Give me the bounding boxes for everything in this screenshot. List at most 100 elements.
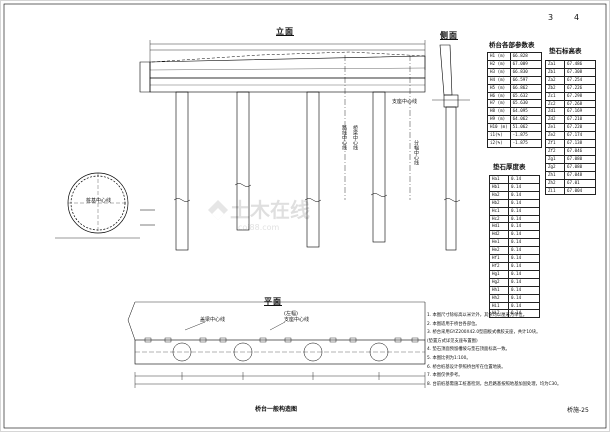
table-key-cell: H6 (m) <box>487 91 511 101</box>
table-value-cell: 67.308 <box>564 67 596 77</box>
table-value-cell: 65.630 <box>509 99 542 109</box>
table-value-cell: 67.048 <box>564 170 596 180</box>
table-key-cell: H2 (m) <box>487 59 511 69</box>
table-key-cell: Hc1 <box>489 206 509 216</box>
table-value-cell: 67.080 <box>564 154 596 164</box>
note-line: 8. 台前桩基需施工桩基检测，台后路基按照地基加固处理，均为C30。 <box>427 381 562 387</box>
table-key-cell: Hi1 <box>489 301 509 311</box>
params-row: i1(%)-1.875 <box>487 131 542 140</box>
params-row: H1 (m)66.828 <box>487 52 542 61</box>
support-centerline-label: 支座中心线 <box>392 99 418 105</box>
plan-title: 平面 <box>264 297 282 306</box>
pad-elev-table-title: 垫石标高表 <box>549 47 582 55</box>
table-value-cell: 67.009 <box>509 59 542 69</box>
pile-section <box>55 172 140 239</box>
table-value-cell: 67.169 <box>564 107 596 117</box>
table-value-cell: 67.210 <box>564 115 596 125</box>
pile-section-label: 桩基中心线 <box>86 198 112 204</box>
table-key-cell: Hc2 <box>489 214 509 224</box>
table-key-cell: Za1 <box>545 60 565 69</box>
watermark-subtext: coi88.com <box>238 223 280 232</box>
table-value-cell: -1.875 <box>509 131 542 140</box>
table-key-cell: Zh1 <box>545 170 565 180</box>
table-key-cell: Zi1 <box>545 186 565 196</box>
table-key-cell: Zc2 <box>545 99 565 109</box>
watermark-text: 土木在线 <box>230 198 310 222</box>
params-row: H7 (m)65.630 <box>487 99 542 109</box>
table-key-cell: H5 (m) <box>487 83 511 93</box>
table-key-cell: H8 (m) <box>487 107 511 117</box>
table-value-cell: 67.298 <box>564 91 596 101</box>
table-key-cell: Ha2 <box>489 190 509 200</box>
table-value-cell: 0.14 <box>508 214 540 224</box>
table-key-cell: H4 (m) <box>487 75 511 85</box>
table-key-cell: Zb2 <box>545 83 565 93</box>
params-row: i2(%)-1.875 <box>487 138 542 148</box>
params-table-title: 桥台各部参数表 <box>489 41 535 49</box>
table-value-cell: 66.597 <box>509 75 542 85</box>
table-value-cell: 0.14 <box>508 309 540 319</box>
table-value-cell: -1.875 <box>509 138 542 148</box>
table-value-cell: 0.14 <box>508 285 540 295</box>
table-value-cell: 0.14 <box>508 246 540 256</box>
table-key-cell: i2(%) <box>487 138 511 148</box>
table-value-cell: 0.14 <box>508 175 540 184</box>
params-row: H2 (m)67.009 <box>487 59 542 69</box>
table-key-cell: Zg2 <box>545 162 565 172</box>
table-value-cell: 0.14 <box>508 206 540 216</box>
elevation-piles <box>175 91 386 251</box>
watermark-logo <box>208 200 228 220</box>
page-number-right: 4 <box>574 13 580 22</box>
side-view <box>432 44 470 251</box>
pier-centerline-label: 分幅中心线 <box>413 140 419 165</box>
table-key-cell: Hd1 <box>489 222 509 232</box>
table-value-cell: 67.226 <box>564 83 596 93</box>
table-value-cell: 65.632 <box>509 91 542 101</box>
table-key-cell: Hb2 <box>489 198 509 208</box>
table-key-cell: Za2 <box>545 75 565 85</box>
plan-support-center-label: 支座中心线 <box>284 317 310 323</box>
table-key-cell: Hf1 <box>489 254 509 263</box>
table-value-cell: 67.174 <box>564 131 596 141</box>
table-value-cell: 67.254 <box>564 75 596 85</box>
table-value-cell: 66.862 <box>509 83 542 93</box>
table-value-cell: 66.830 <box>509 67 542 77</box>
elevation-view <box>139 40 426 251</box>
params-row: H9 (m)64.062 <box>487 115 542 125</box>
table-value-cell: 0.14 <box>508 238 540 248</box>
road-centerline-label: 路线中心线 <box>341 125 347 150</box>
table-key-cell: Hh2 <box>489 293 509 303</box>
table-value-cell: 67.268 <box>564 99 596 109</box>
note-line: 6. 桥台桩基设计参照桥台所在位置地质。 <box>427 364 506 370</box>
table-value-cell: 67.220 <box>564 123 596 133</box>
table-value-cell: 0.14 <box>508 301 540 311</box>
bridge-centerline-label: 桥梁中心线 <box>352 125 358 150</box>
params-row: H6 (m)65.632 <box>487 91 542 101</box>
table-value-cell: 67.138 <box>564 139 596 148</box>
table-key-cell: H3 (m) <box>487 67 511 77</box>
